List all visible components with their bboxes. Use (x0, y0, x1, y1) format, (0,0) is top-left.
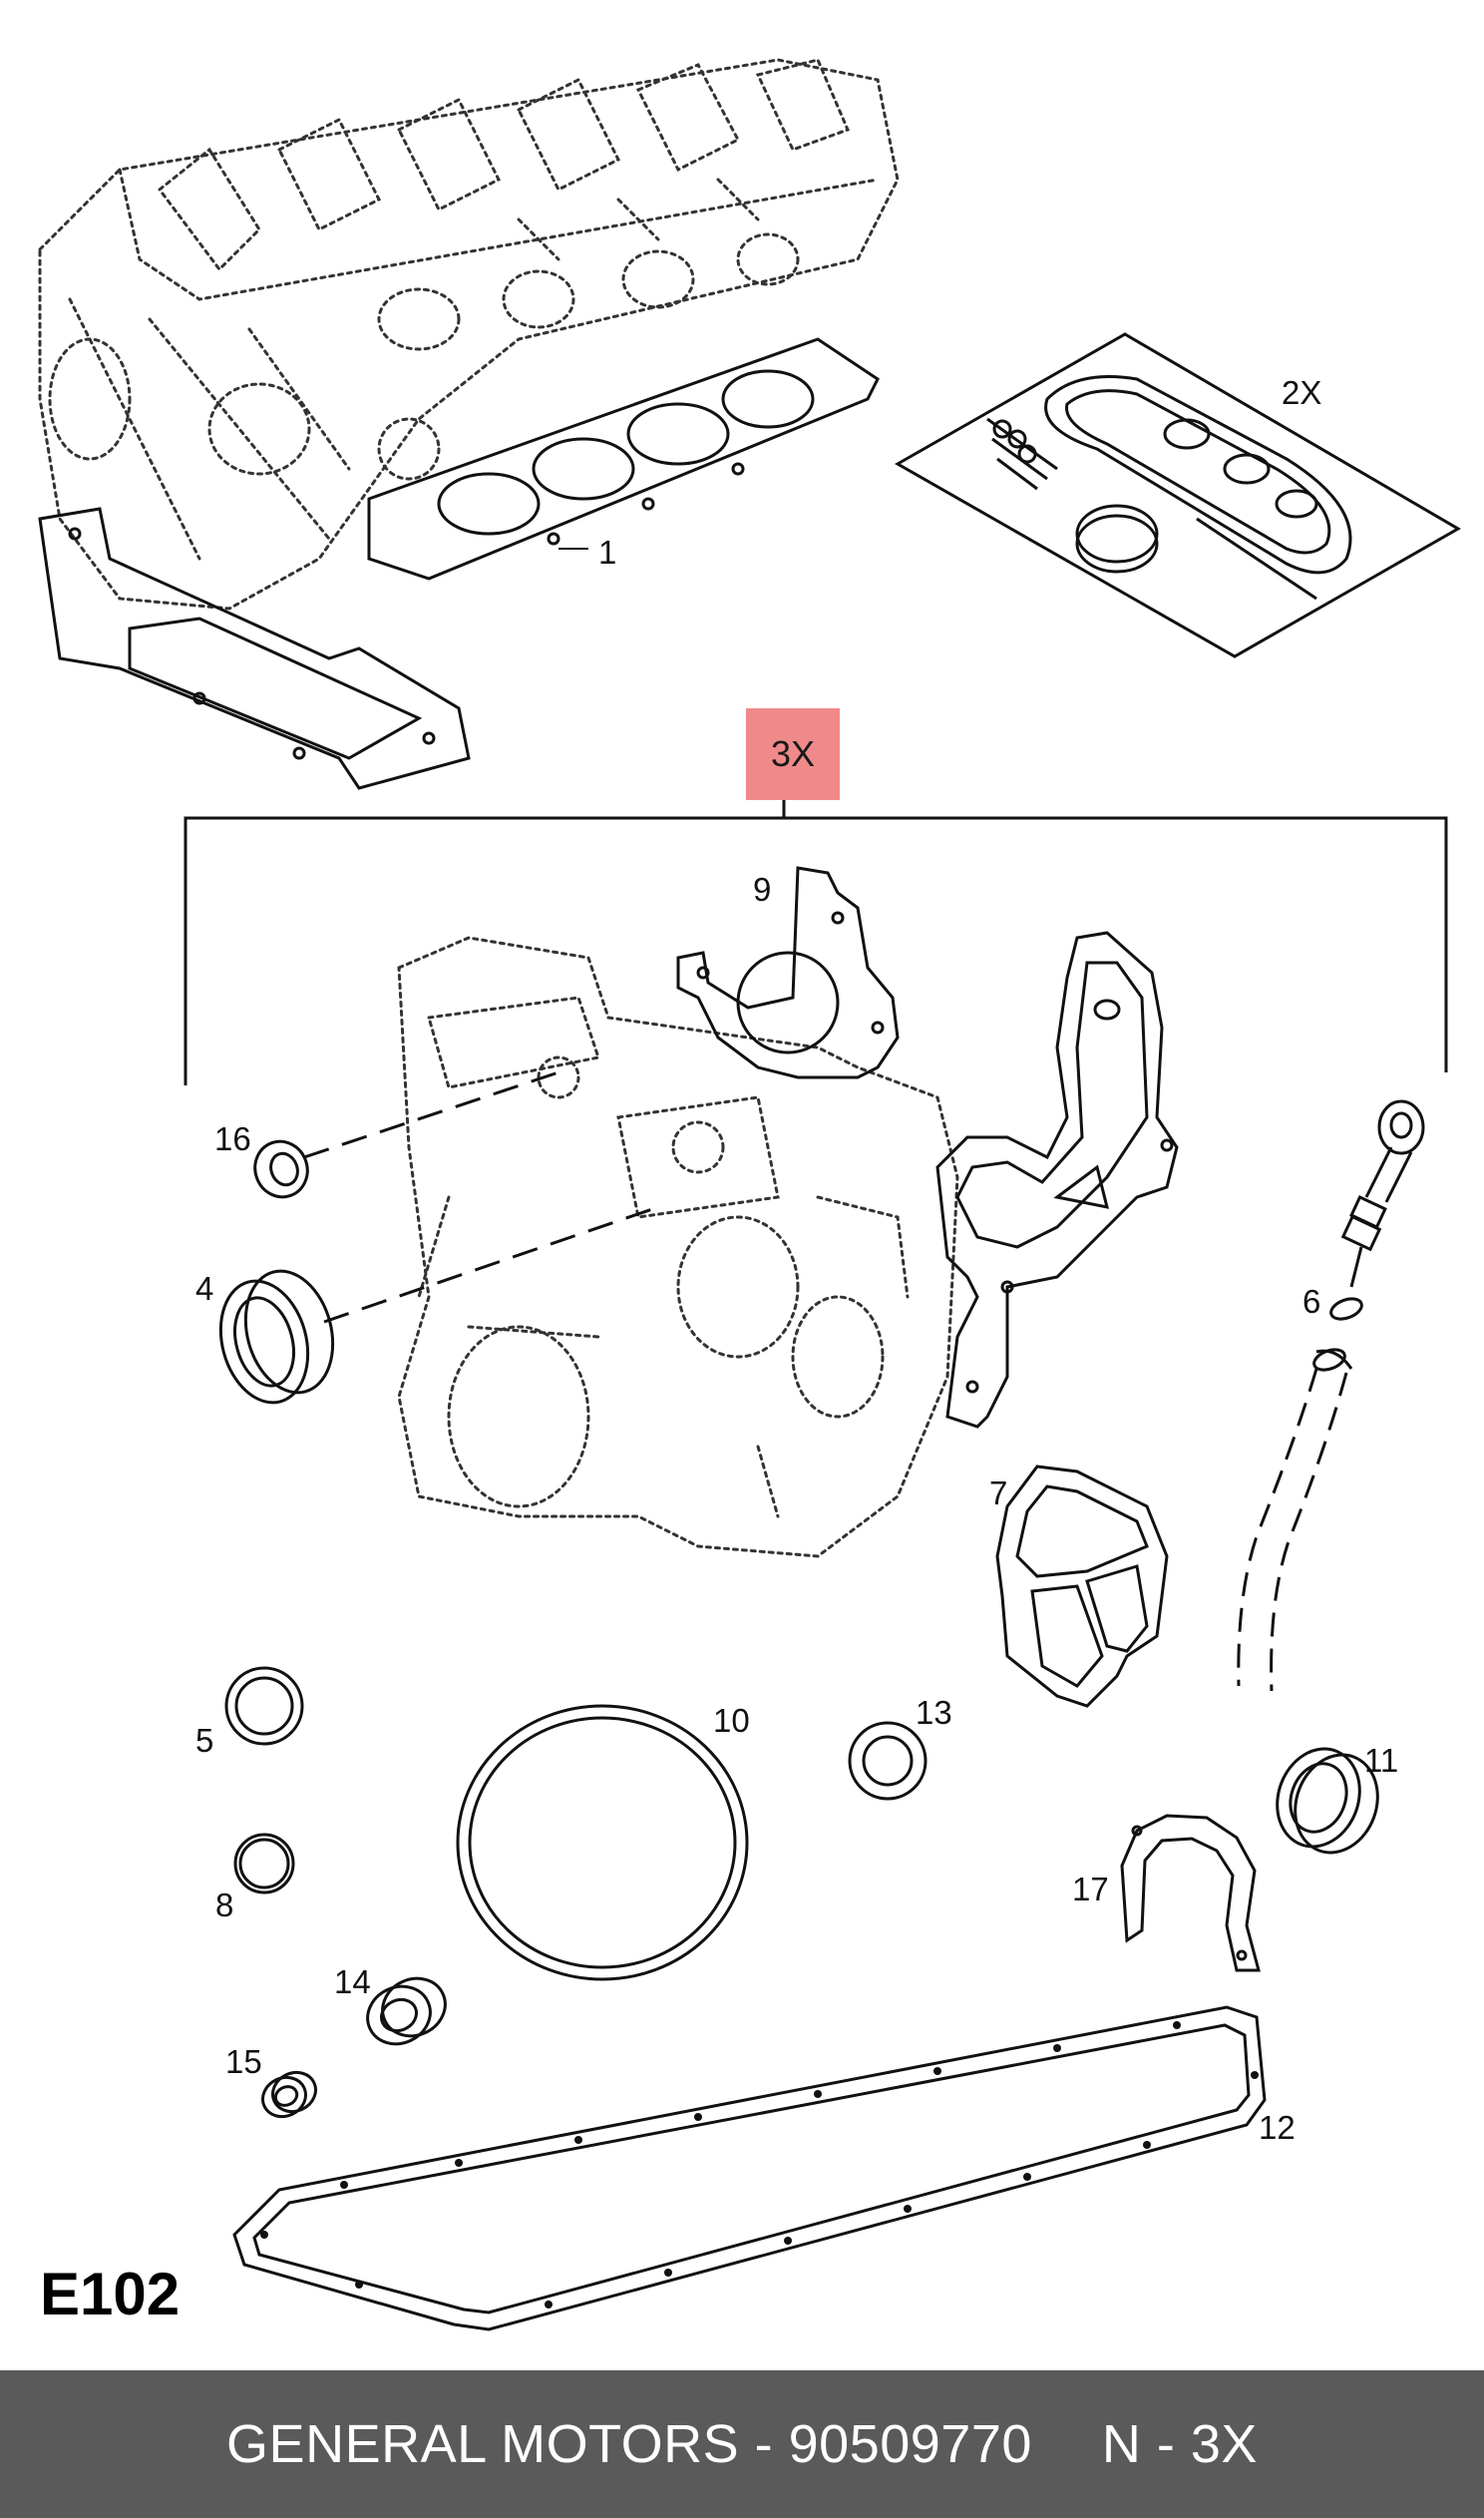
head-set-box (894, 332, 1461, 658)
callout-1: 1 (598, 534, 617, 571)
part-13-oring (848, 1721, 928, 1801)
callout-10: 10 (713, 1702, 750, 1739)
engine-block-drawing (397, 936, 959, 1558)
exploded-gasket-diagram (38, 58, 1461, 2331)
callout-4: 4 (195, 1270, 214, 1307)
callout-12: 12 (1259, 2109, 1296, 2146)
part-5-oring (224, 1666, 304, 1746)
head-gasket (367, 337, 880, 581)
dipstick-tube (1237, 1368, 1348, 1692)
callout-17: 17 (1072, 1871, 1109, 1907)
callout-5: 5 (195, 1722, 214, 1759)
part-8-oring (233, 1833, 295, 1894)
part-info-footer: GENERAL MOTORS - 90509770 N - 3X (0, 2370, 1484, 2518)
part-17-seal-carrier (1120, 1814, 1261, 1972)
part-7-gasket (995, 1465, 1169, 1708)
callout-15: 15 (225, 2043, 262, 2080)
cylinder-head-drawing (38, 58, 900, 611)
callout-14: 14 (334, 1963, 371, 2000)
kit-quantity-label: 3X (770, 733, 816, 774)
callout-8: 8 (215, 1887, 234, 1923)
manufacturer-part-number: GENERAL MOTORS - 90509770 (226, 2414, 1032, 2474)
callout-9: 9 (753, 871, 772, 908)
callout-13: 13 (916, 1694, 952, 1731)
head-set-quantity-label: 2X (1282, 374, 1322, 411)
part-16-seal (253, 1139, 309, 1199)
quantity-label: N - 3X (1101, 2414, 1258, 2474)
diagram-code: E102 (40, 2261, 181, 2327)
callout-7: 7 (989, 1474, 1008, 1511)
intake-manifold-gasket (38, 507, 471, 790)
part-6-dipstick (1312, 1099, 1425, 1372)
kit-bracket (184, 800, 1448, 1085)
kit-highlight (746, 708, 840, 800)
part-12-oil-pan-gasket (232, 2005, 1267, 2331)
part-15-seal (261, 2070, 317, 2119)
part-9-gasket (676, 866, 900, 1079)
callout-6: 6 (1302, 1283, 1321, 1320)
front-cover-gasket (935, 931, 1179, 1429)
callout-16: 16 (214, 1120, 251, 1157)
alignment-lines (303, 1070, 659, 1324)
part-10-large-ring (456, 1704, 749, 1981)
part-14-seal (366, 1976, 447, 2046)
callout-11: 11 (1364, 1742, 1399, 1779)
part-11-seal (1276, 1747, 1379, 1855)
part-4-crank-seal (218, 1269, 335, 1405)
